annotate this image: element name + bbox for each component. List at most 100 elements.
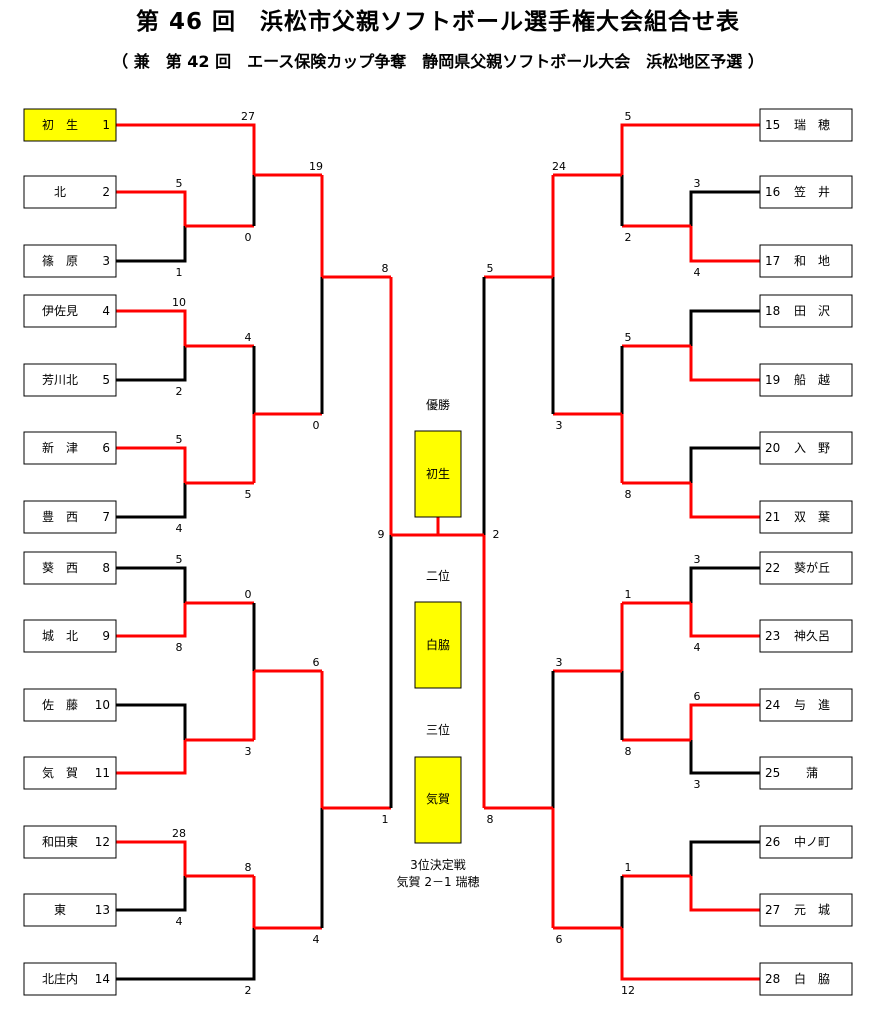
score-top: 3 (694, 177, 701, 190)
team-name: 葵が丘 (794, 560, 830, 575)
score-bottom: 3 (694, 778, 701, 791)
team-number: 19 (765, 373, 780, 387)
team-name: 船 越 (794, 373, 830, 387)
bracket-arm-bottom (689, 740, 760, 775)
team-box-left (23, 175, 117, 209)
team-box-left (23, 619, 117, 653)
team-box-right (759, 962, 853, 996)
bracket-arm-bottom (689, 346, 760, 382)
score-bottom: 0 (245, 231, 252, 244)
team-name: 与 進 (794, 698, 830, 712)
score-bottom: 6 (556, 933, 563, 946)
score-labels: 5110254582842704503821906481343463525818… (172, 110, 701, 997)
team-box-right (759, 551, 853, 585)
team-number: 27 (765, 903, 780, 917)
bracket-arm-top (116, 309, 187, 346)
team-number: 2 (102, 185, 110, 199)
bracket-arm-top (689, 566, 760, 603)
score-bottom: 1 (382, 813, 389, 826)
team-number: 28 (765, 972, 780, 986)
team-box-right (759, 893, 853, 927)
team-box-left (23, 108, 117, 142)
champion-name: 初生 (426, 467, 450, 481)
team-box-right (759, 244, 853, 278)
score-top: 27 (241, 110, 255, 123)
team-box-left (23, 363, 117, 397)
team-number: 22 (765, 561, 780, 575)
score-bottom: 12 (621, 984, 635, 997)
score-top: 5 (176, 433, 183, 446)
team-box-right (759, 431, 853, 465)
final-score-left: 9 (378, 528, 385, 541)
champion-box (414, 430, 462, 518)
team-number: 8 (102, 561, 110, 575)
team-name: 蒲 (806, 766, 818, 780)
score-top: 6 (313, 656, 320, 669)
team-name: 入 野 (794, 441, 830, 455)
team-box-right (759, 619, 853, 653)
score-bottom: 0 (313, 419, 320, 432)
team-name: 元 城 (794, 903, 830, 917)
team-box-right (759, 756, 853, 790)
score-top: 5 (176, 177, 183, 190)
team-box-left (23, 962, 117, 996)
score-bottom: 4 (176, 915, 183, 928)
team-number: 12 (95, 835, 110, 849)
score-top: 3 (556, 656, 563, 669)
team-name: 中ノ町 (794, 834, 830, 849)
team-number: 25 (765, 766, 780, 780)
score-bottom: 1 (176, 266, 183, 279)
final-score-right: 2 (493, 528, 500, 541)
bracket-arm-bottom (689, 603, 760, 638)
score-bottom: 8 (487, 813, 494, 826)
team-name: 篠 原 (42, 253, 78, 268)
score-top: 1 (625, 588, 632, 601)
third-box (414, 756, 462, 844)
team-name: 葵 西 (42, 561, 78, 575)
team-box-left (23, 893, 117, 927)
team-name: 北庄内 (42, 971, 78, 986)
team-number: 21 (765, 510, 780, 524)
score-top: 0 (245, 588, 252, 601)
team-number: 4 (102, 304, 110, 318)
bracket-arm-top (689, 190, 760, 226)
bracket-arm-bottom (689, 226, 760, 263)
team-box-left (23, 756, 117, 790)
bracket-arm-top (689, 703, 760, 740)
page-title: 第 46 回 浜松市父親ソフトボール選手権大会組合せ表 (135, 9, 741, 35)
team-name: 気 賀 (42, 765, 78, 780)
bracket-arm-top (116, 566, 187, 603)
team-number: 17 (765, 254, 780, 268)
team-number: 13 (95, 903, 110, 917)
team-name: 東 (54, 903, 66, 917)
team-name: 豊 西 (42, 510, 78, 524)
bracket-arm-bottom (689, 483, 760, 519)
team-name: 和田東 (42, 835, 78, 849)
team-name: 城 北 (42, 629, 78, 643)
score-top: 4 (245, 331, 252, 344)
score-bottom: 5 (245, 488, 252, 501)
score-top: 3 (694, 553, 701, 566)
bracket-arm-top (116, 190, 187, 226)
bracket-arm-top (689, 840, 760, 876)
team-number: 1 (102, 118, 110, 132)
score-bottom: 2 (176, 385, 183, 398)
runner-up-box (414, 601, 462, 689)
runner-up-name: 白脇 (426, 637, 450, 652)
score-top: 8 (382, 262, 389, 275)
score-bottom: 8 (625, 745, 632, 758)
team-number: 11 (95, 766, 110, 780)
team-name: 初 生 (42, 118, 78, 132)
team-name: 伊佐見 (42, 304, 78, 318)
team-name: 新 津 (42, 440, 78, 455)
team-name: 和 地 (794, 254, 830, 268)
team-name: 神久呂 (794, 629, 830, 643)
third-place-match-result: 気賀 2－1 瑞穂 (397, 874, 480, 889)
score-top: 24 (552, 160, 566, 173)
team-number: 24 (765, 698, 780, 712)
team-box-left (23, 500, 117, 534)
team-box-right (759, 175, 853, 209)
score-bottom: 2 (625, 231, 632, 244)
